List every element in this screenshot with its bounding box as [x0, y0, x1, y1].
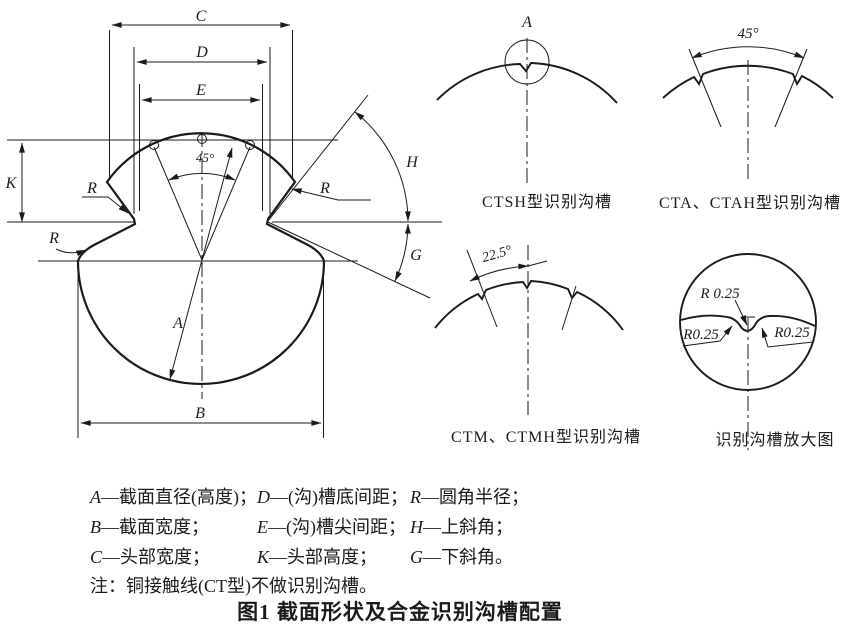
cta-ctah-groove-diagram: 45° CTA、CTAH型识别沟槽	[659, 26, 841, 212]
legend-letter: E	[257, 517, 268, 537]
r-leader-right	[291, 188, 371, 201]
wire-profile-outline	[76, 132, 326, 386]
lower-bevel-line	[267, 221, 431, 299]
reference-lines	[7, 132, 442, 399]
legend-text: —头部高度；	[269, 547, 378, 567]
legend-item: D—(沟)槽底间距；	[257, 482, 410, 512]
dim-label-b: B	[195, 405, 205, 422]
dim-label-c: C	[196, 8, 207, 25]
legend-letter: D	[257, 487, 270, 507]
g-angle-arc	[394, 223, 411, 282]
legend-item: R—圆角半径；	[410, 482, 529, 512]
legend-item: B—截面宽度；	[90, 512, 257, 542]
legend-letter: G	[410, 547, 423, 567]
r025-left-leader	[682, 325, 733, 347]
legend-text: —截面宽度；	[101, 517, 209, 537]
h-angle-arc	[354, 111, 411, 222]
cta-45-arc	[691, 46, 805, 59]
legend-letter: A	[90, 487, 101, 507]
ctm-arc-extension	[527, 260, 548, 267]
ctm-ctmh-groove-diagram: 22.5° CTM、CTMH型识别沟槽	[434, 243, 641, 446]
ctm-left-groove-line	[466, 249, 498, 328]
main-dimension-labels: C D E K A B H G 45° R R R	[5, 8, 423, 422]
dim-label-k: K	[5, 175, 18, 192]
legend-letter: K	[257, 547, 270, 567]
angle-45-arc	[168, 172, 236, 181]
legend-text: —圆角半径；	[421, 487, 529, 507]
groove-position-markers	[149, 134, 255, 150]
cta-right-groove-line	[774, 48, 808, 128]
dim-label-g: G	[410, 247, 422, 264]
r-leader-upper-left	[82, 196, 129, 214]
legend-text: —(沟)槽尖间距；	[268, 517, 406, 537]
r025-left-label: R0.25	[682, 327, 719, 343]
r025-right-leader	[761, 327, 814, 348]
figure-note: 注：铜接触线(CT型)不做识别沟槽。	[90, 576, 377, 596]
ctsh-caption: CTSH型识别沟槽	[482, 193, 612, 211]
legend-text: —(沟)槽底间距；	[270, 487, 408, 507]
legend-text: —上斜角；	[423, 517, 513, 537]
ctm-angle-label: 22.5°	[480, 243, 513, 266]
ctsh-marker-a: A	[521, 14, 532, 31]
dim-label-h: H	[405, 154, 419, 171]
legend: A—截面直径(高度)； D—(沟)槽底间距； R—圆角半径； B—截面宽度； E…	[90, 482, 529, 572]
r-leader-lower-left	[55, 248, 87, 257]
legend-text: —截面直径(高度)；	[101, 487, 257, 507]
dim-label-45: 45°	[196, 150, 214, 165]
legend-letter: B	[90, 517, 101, 537]
legend-letter: R	[410, 487, 421, 507]
a-dimension	[169, 147, 233, 380]
legend-letter: C	[90, 547, 103, 567]
r025-top-leader	[734, 299, 748, 326]
legend-item: K—头部高度；	[257, 542, 410, 572]
r025-top-label: R 0.25	[699, 286, 740, 302]
ctsh-wire-arc	[436, 62, 618, 104]
dim-label-e: E	[195, 82, 206, 99]
cta-caption: CTA、CTAH型识别沟槽	[659, 194, 841, 212]
legend-item: E—(沟)槽尖间距；	[257, 512, 410, 542]
figure-caption: 图1 截面形状及合金识别沟槽配置	[237, 600, 563, 624]
main-cross-section-diagram: C D E K A B H G 45° R R R	[5, 8, 442, 438]
cta-angle-label: 45°	[738, 26, 759, 42]
legend-item: G—下斜角。	[410, 542, 529, 572]
ctsh-groove-diagram: A CTSH型识别沟槽	[436, 14, 618, 211]
legend-text: —头部宽度；	[102, 547, 211, 567]
ctm-caption: CTM、CTMH型识别沟槽	[451, 428, 641, 446]
dimension-lines	[19, 22, 431, 438]
dim-label-d: D	[195, 44, 208, 61]
dim-label-r1: R	[86, 180, 97, 197]
dim-label-r2: R	[319, 180, 330, 197]
r025-right-label: R0.25	[773, 325, 810, 341]
upper-bevel-line	[267, 94, 369, 222]
legend-item: H—上斜角；	[410, 512, 529, 542]
ctm-right-groove-line	[561, 285, 577, 331]
enlarged-caption: 识别沟槽放大图	[715, 431, 834, 449]
ctm-225-arc	[469, 263, 529, 282]
cta-left-groove-line	[688, 48, 722, 128]
legend-item: C—头部宽度；	[90, 542, 257, 572]
dim-label-r3: R	[48, 230, 59, 247]
legend-item: A—截面直径(高度)；	[90, 482, 257, 512]
legend-letter: H	[410, 517, 423, 537]
dim-label-a: A	[172, 315, 183, 332]
groove-enlarged-view: R 0.25 R0.25 R0.25 识别沟槽放大图	[679, 253, 834, 450]
ctm-wire-arc	[434, 280, 624, 331]
legend-text: —下斜角。	[423, 547, 513, 567]
